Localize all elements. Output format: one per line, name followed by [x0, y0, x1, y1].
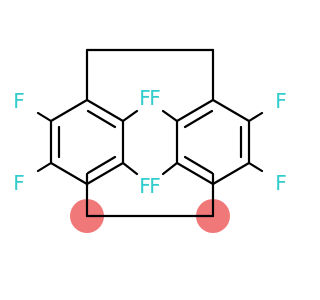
fluorine-label-outer-right-top: F [275, 89, 287, 113]
fluorine-label-outer-right-bottom: F [275, 171, 287, 195]
bridge-bonds [85, 48, 215, 218]
fluorine-label-outer-left-top: F [13, 89, 25, 113]
carbon-fluorine-bonds [36, 109, 264, 176]
right-benzene-ring [175, 98, 251, 186]
fluorine-label-outer-left-bottom: F [13, 171, 25, 195]
left-benzene-ring [49, 98, 125, 186]
fluorine-label-inner-left-top: F [139, 86, 151, 110]
fluorine-label-inner-right-bottom: F [149, 174, 161, 198]
fluorine-label-inner-left-bottom: F [139, 174, 151, 198]
molecule-diagram: F F F F F F F F [13, 48, 287, 233]
fluorine-label-inner-right-top: F [149, 86, 161, 110]
